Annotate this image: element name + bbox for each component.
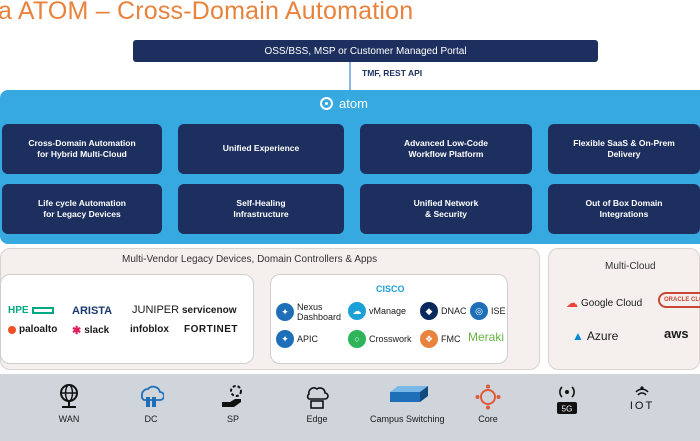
controller-meraki: Meraki bbox=[468, 330, 505, 344]
capability-lifecycle: Life cycle Automation for Legacy Devices bbox=[2, 184, 162, 234]
capability-saas-delivery: Flexible SaaS & On-Prem Delivery bbox=[548, 124, 700, 174]
service-provider-icon bbox=[222, 385, 242, 407]
connector-line bbox=[349, 62, 351, 90]
controller-dnac: ◆ DNAC bbox=[420, 302, 467, 320]
ise-icon: ◎ bbox=[470, 302, 488, 320]
net-dc: DC bbox=[138, 384, 164, 424]
multivendor-title: Multi-Vendor Legacy Devices, Domain Cont… bbox=[122, 254, 378, 265]
net-iot-label: IOT bbox=[630, 400, 654, 412]
controller-vmanage: ☁ vManage bbox=[348, 302, 406, 320]
slack-icon: ✱ bbox=[72, 325, 82, 337]
net-5g-label: 5G bbox=[562, 405, 573, 414]
capability-cross-domain: Cross-Domain Automation for Hybrid Multi… bbox=[2, 124, 162, 174]
google-cloud-label: Google Cloud bbox=[581, 297, 643, 309]
vmanage-label: vManage bbox=[369, 306, 407, 316]
ise-label: ISE bbox=[491, 306, 506, 316]
crosswork-icon: ○ bbox=[348, 330, 366, 348]
controller-nexus: ✦ Nexus Dashboard bbox=[276, 302, 341, 322]
multicloud-title: Multi-Cloud bbox=[605, 261, 656, 272]
controller-box bbox=[270, 274, 508, 364]
hpe-logo-icon bbox=[31, 307, 54, 314]
vmanage-icon: ☁ bbox=[348, 302, 366, 320]
nexus-label: Nexus Dashboard bbox=[297, 302, 342, 322]
azure-label: Azure bbox=[586, 329, 619, 343]
datacenter-icon bbox=[141, 385, 164, 407]
net-wan-label: WAN bbox=[58, 414, 80, 424]
api-label: TMF, REST API bbox=[362, 68, 423, 78]
fmc-label: FMC bbox=[441, 334, 461, 344]
nexus-icon: ✦ bbox=[276, 303, 294, 321]
multicloud-panel bbox=[548, 248, 700, 370]
cloud-google: ☁ Google Cloud bbox=[566, 296, 642, 310]
capability-low-code: Advanced Low-Code Workflow Platform bbox=[360, 124, 532, 174]
capability-self-healing: Self-Healing Infrastructure bbox=[178, 184, 344, 234]
cloud-aws: aws bbox=[664, 326, 689, 341]
atom-logo: atom bbox=[320, 96, 368, 111]
vendor-infoblox: infoblox bbox=[130, 324, 169, 335]
net-edge-label: Edge bbox=[306, 414, 328, 424]
net-5g: 5G bbox=[555, 384, 579, 418]
atom-ring-icon bbox=[320, 97, 333, 110]
paloalto-icon bbox=[8, 325, 16, 334]
net-iot: IOT bbox=[628, 384, 656, 416]
vendor-slack: ✱ slack bbox=[72, 324, 109, 337]
vendor-fortinet: FORTINET bbox=[184, 324, 238, 335]
vendor-juniper: JUNIPER bbox=[132, 304, 180, 316]
network-layer-band bbox=[0, 374, 700, 441]
page-title: a ATOM – Cross-Domain Automation bbox=[0, 0, 414, 25]
vendor-logo-box bbox=[0, 274, 254, 364]
apic-icon: ✦ bbox=[276, 330, 294, 348]
capability-network-security: Unified Network & Security bbox=[360, 184, 532, 234]
5g-antenna-icon: 5G bbox=[557, 386, 577, 414]
controller-fmc: ❖ FMC bbox=[420, 330, 461, 348]
azure-icon: ▲ bbox=[572, 329, 584, 343]
vendor-paloalto: paloalto bbox=[8, 324, 57, 335]
net-dc-label: DC bbox=[144, 414, 158, 424]
vendor-paloalto-label: paloalto bbox=[19, 324, 58, 335]
core-icon bbox=[475, 384, 501, 410]
vendor-hpe-label: HPE bbox=[8, 305, 29, 316]
edge-icon bbox=[306, 387, 329, 409]
cisco-logo: CISCO bbox=[376, 284, 405, 294]
apic-label: APIC bbox=[297, 334, 319, 344]
vendor-hpe: HPE bbox=[8, 305, 54, 316]
net-edge: Edge bbox=[304, 384, 330, 424]
controller-ise: ◎ ISE bbox=[470, 302, 506, 320]
crosswork-label: Crosswork bbox=[369, 334, 412, 344]
atom-logo-text: atom bbox=[339, 96, 368, 111]
cloud-oracle: ORACLE CLOUD bbox=[658, 292, 700, 308]
vendor-slack-label: slack bbox=[84, 325, 110, 336]
controller-crosswork: ○ Crosswork bbox=[348, 330, 412, 348]
google-cloud-icon: ☁ bbox=[566, 296, 578, 310]
iot-icon: IOT bbox=[630, 386, 654, 412]
net-campus: Campus Switching bbox=[370, 384, 445, 424]
net-core: Core bbox=[475, 384, 501, 424]
net-campus-label: Campus Switching bbox=[370, 414, 445, 424]
vendor-servicenow: servicenow bbox=[182, 305, 237, 316]
net-wan: WAN bbox=[58, 384, 80, 424]
capability-domain-integrations: Out of Box Domain Integrations bbox=[548, 184, 700, 234]
capability-unified-experience: Unified Experience bbox=[178, 124, 344, 174]
cloud-azure: ▲ Azure bbox=[572, 329, 618, 343]
net-sp-label: SP bbox=[226, 414, 239, 424]
portal-bar: OSS/BSS, MSP or Customer Managed Portal bbox=[133, 40, 598, 62]
dnac-icon: ◆ bbox=[420, 302, 438, 320]
switch-icon bbox=[390, 386, 429, 402]
net-core-label: Core bbox=[478, 414, 498, 424]
controller-apic: ✦ APIC bbox=[276, 330, 318, 348]
dnac-label: DNAC bbox=[441, 306, 467, 316]
net-sp: SP bbox=[220, 384, 246, 424]
fmc-icon: ❖ bbox=[420, 330, 438, 348]
vendor-arista: ARISTA bbox=[72, 305, 113, 317]
globe-icon bbox=[60, 384, 78, 408]
